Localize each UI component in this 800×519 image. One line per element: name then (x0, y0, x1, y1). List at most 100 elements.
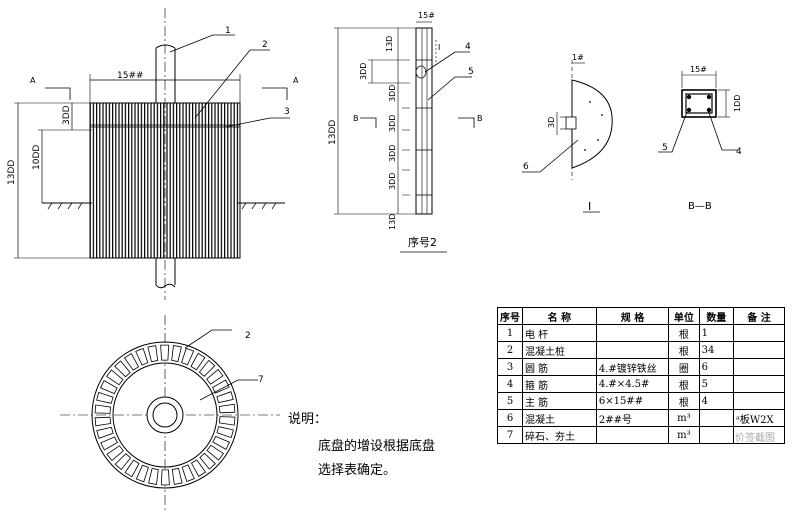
pile-plan (96, 426, 114, 439)
plan-callout-2: 2 (245, 331, 251, 341)
header-unit: 单位 (668, 307, 700, 325)
cell-unit: 圈 (668, 358, 700, 376)
cell-remark (733, 375, 785, 393)
detail-i-side-label: 3D (547, 117, 556, 128)
pile-plan (181, 347, 195, 366)
pile-plan (212, 379, 230, 394)
detail2-callout-5: 5 (468, 67, 474, 77)
cell-remark (733, 426, 785, 444)
cell-name: 电 杆 (522, 324, 597, 342)
elevation-height-label: 13DD (7, 160, 17, 185)
cell-qty: 5 (698, 375, 735, 393)
cell-no: 7 (497, 426, 523, 444)
detail2-mark-i: I (438, 43, 440, 52)
cell-spec: 2##号 (595, 409, 670, 427)
cell-spec: 4.#镀锌铁丝 (595, 358, 670, 376)
plan-view: 2 7 (60, 315, 280, 510)
detail-pile-view: 15# 13D 3DD 3DD 3DD 3DD 3DD 13D 13DD I B… (328, 11, 483, 253)
pile-plan (171, 345, 182, 362)
cell-name: 混凝土 (522, 409, 597, 427)
cell-remark (733, 341, 785, 359)
detail2-mark-b-right: B (477, 114, 483, 123)
cell-name: 主 筋 (522, 392, 597, 410)
cell-unit: 根 (668, 324, 700, 342)
pile-plan (99, 380, 118, 395)
cell-no: 6 (497, 409, 523, 427)
cell-no: 3 (497, 358, 523, 376)
pile-plan (94, 416, 112, 427)
header-no: 序号 (497, 307, 523, 325)
cell-qty (698, 426, 735, 444)
pile-plan (216, 426, 234, 439)
pile-plan (160, 469, 170, 486)
pile-plan (114, 453, 132, 471)
elevation-callout-2: 2 (262, 40, 268, 50)
cell-spec (595, 324, 670, 342)
pile-plan (206, 444, 224, 461)
elevation-view: 15## 13DD 10DD 3DD A A 1 2 3 (7, 8, 299, 300)
section-bb-view: 15# 1DD 5 4 B—B (658, 65, 742, 212)
pile-plan (124, 459, 140, 478)
detail2-dim-4: 3DD (388, 115, 397, 132)
detail2-dim-1: 13D (385, 36, 394, 52)
note-title: 说明： (288, 412, 328, 427)
elevation-width-label: 15## (117, 71, 144, 81)
section-bb-caption: B—B (688, 201, 712, 212)
note-line-2: 选择表确定。 (318, 463, 397, 478)
cell-qty (698, 409, 735, 427)
detail2-dim-2: 3DD (359, 63, 368, 80)
detail2-width-label: 15# (418, 11, 435, 20)
table-header-row: 序号 名 称 规 格 单位 数量 备 注 (497, 307, 785, 325)
pile-plan (106, 369, 124, 386)
cell-name: 碎石、夯土 (522, 426, 597, 444)
pile-plan (135, 464, 149, 483)
watermark: 价签截图 (735, 433, 775, 444)
cell-unit: m³ (668, 409, 700, 427)
pile-plan (135, 347, 149, 366)
cell-spec: 6×15## (595, 392, 670, 410)
header-spec: 规 格 (595, 307, 670, 325)
pile-ring-elevation (89, 102, 241, 259)
pile-plan (147, 345, 159, 363)
section-bb-width-label: 15# (690, 65, 707, 74)
cell-no: 1 (497, 324, 523, 342)
pile-plan (114, 360, 131, 378)
cell-unit: 根 (668, 341, 700, 359)
pile-ring-plan (94, 344, 236, 486)
cell-no: 5 (497, 392, 523, 410)
cell-spec: 4.#×4.5# (595, 375, 670, 393)
cell-remark: ᵃ板W2X (733, 409, 785, 427)
elevation-embed-label: 10DD (32, 145, 42, 170)
cell-remark (733, 392, 785, 410)
cell-spec (595, 426, 670, 444)
pile-plan (96, 391, 114, 404)
cell-name: 圆 筋 (522, 358, 597, 376)
cell-remark (733, 324, 785, 342)
section-a-mark-left: A (30, 76, 36, 85)
detail-i-top-label: 1# (572, 53, 584, 62)
pile-plan (94, 404, 112, 414)
detail2-dim-7: 13D (388, 214, 397, 230)
detail-i-view: 3D 1# 6 I (522, 53, 613, 213)
detail2-dim-5: 3DD (388, 145, 397, 162)
detail2-dim-total: 13DD (328, 120, 338, 145)
pile-plan (190, 459, 207, 477)
header-remark: 备 注 (733, 307, 785, 325)
pile-plan (199, 452, 216, 470)
note-line-1: 底盘的增设根据底盘 (318, 439, 436, 454)
cell-qty: 4 (698, 392, 735, 410)
elevation-callout-1: 1 (225, 26, 231, 36)
pile-plan (206, 368, 224, 385)
pile-plan (198, 359, 216, 377)
plan-callout-7: 7 (258, 375, 264, 385)
pile-plan (218, 416, 236, 426)
pile-plan (160, 344, 170, 361)
pile-plan (212, 435, 231, 450)
cell-unit: m³ (668, 426, 700, 444)
